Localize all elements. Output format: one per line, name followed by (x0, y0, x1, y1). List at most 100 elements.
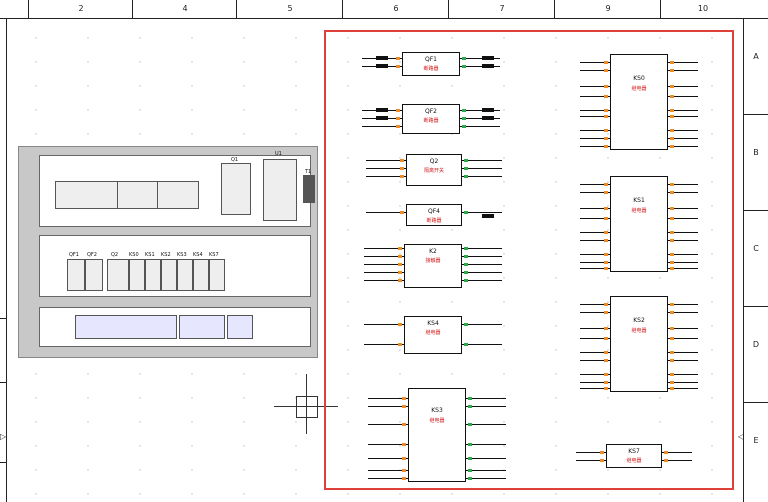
component-tag: 隔离开关 (423, 168, 444, 174)
component-ks7[interactable]: KS7 继电器 (606, 444, 662, 468)
pin-marker (604, 115, 608, 118)
wire (466, 470, 506, 471)
component-ks4[interactable]: KS4 继电器 (404, 316, 462, 354)
component-name: KS0 (633, 75, 645, 82)
component-ks2[interactable]: KS2 继电器 (610, 296, 668, 392)
wire (668, 262, 698, 263)
terminal-block (376, 64, 388, 68)
pin-marker (664, 459, 668, 462)
wire (668, 232, 698, 233)
wire (460, 58, 500, 59)
wire (668, 382, 698, 383)
device-label: KS3 (177, 252, 187, 258)
wire (580, 268, 610, 269)
pin-marker (398, 343, 402, 346)
pin-marker (464, 343, 468, 346)
wire (580, 328, 610, 329)
relay-ks7[interactable] (209, 259, 225, 291)
wire (668, 360, 698, 361)
terminal-strip-x3[interactable] (227, 315, 253, 339)
terminal-strip-x1[interactable] (75, 315, 177, 339)
wire (462, 256, 502, 257)
disconnect-switch[interactable] (221, 163, 251, 215)
pin-marker (604, 327, 608, 330)
pin-marker (464, 279, 468, 282)
wire (668, 388, 698, 389)
wire (466, 424, 506, 425)
wire (580, 240, 610, 241)
component-ks3[interactable]: KS3 继电器 (408, 388, 466, 482)
pin-marker (462, 65, 466, 68)
frame-tick (0, 318, 6, 319)
pin-marker (670, 311, 674, 314)
wire (364, 344, 404, 345)
wire (580, 86, 610, 87)
relay-ks0[interactable] (129, 259, 145, 291)
terminal-block (482, 214, 494, 218)
io-module[interactable] (117, 181, 159, 209)
pin-marker (604, 267, 608, 270)
device-label: Q2 (111, 252, 119, 258)
wire (368, 424, 408, 425)
component-qf1[interactable]: QF1 断路器 (402, 52, 460, 76)
frame-arrow-icon: ◁ (738, 432, 745, 441)
pin-marker (604, 261, 608, 264)
wire (668, 352, 698, 353)
pin-marker (670, 337, 674, 340)
wire (460, 118, 500, 119)
terminal-block (376, 116, 388, 120)
wire (580, 382, 610, 383)
frequency-inverter[interactable] (263, 159, 297, 221)
relay-ks4[interactable] (193, 259, 209, 291)
wire (662, 460, 692, 461)
wire (580, 218, 610, 219)
pin-marker (398, 247, 402, 250)
wire (580, 352, 610, 353)
pin-marker (604, 207, 608, 210)
wire (368, 458, 408, 459)
switch-q2[interactable] (107, 259, 129, 291)
pin-marker (396, 65, 400, 68)
pin-marker (604, 303, 608, 306)
column-label: 6 (342, 0, 449, 18)
cabinet-layout[interactable]: Q1 U1 T1 QF1 QF2 Q2 KS0 KS1 KS2 KS3 KS4 … (18, 146, 318, 358)
wire (580, 208, 610, 209)
pin-marker (396, 117, 400, 120)
component-tag: 继电器 (429, 418, 445, 424)
breaker-qf2[interactable] (85, 259, 103, 291)
relay-ks1[interactable] (145, 259, 161, 291)
pin-marker (670, 115, 674, 118)
terminal-block (376, 56, 388, 60)
wire (364, 280, 404, 281)
relay-ks3[interactable] (177, 259, 193, 291)
pin-marker (604, 253, 608, 256)
pin-marker (604, 387, 608, 390)
component-ks1[interactable]: KS1 继电器 (610, 176, 668, 272)
wire (364, 324, 404, 325)
wire (580, 70, 610, 71)
component-ks0[interactable]: KS0 继电器 (610, 54, 668, 150)
component-qf4[interactable]: QF4 断路器 (406, 204, 462, 226)
component-name: KS7 (628, 448, 640, 455)
wire (668, 86, 698, 87)
transformer[interactable] (303, 175, 315, 203)
pin-marker (670, 191, 674, 194)
terminal-block (482, 64, 494, 68)
relay-ks2[interactable] (161, 259, 177, 291)
wire (668, 62, 698, 63)
pin-marker (400, 167, 404, 170)
component-qf2[interactable]: QF2 断路器 (402, 104, 460, 134)
component-k2[interactable]: K2 接触器 (404, 244, 462, 288)
pin-marker (398, 323, 402, 326)
wire (362, 126, 402, 127)
component-q2[interactable]: Q2 隔离开关 (406, 154, 462, 186)
io-module[interactable] (157, 181, 199, 209)
terminal-strip-x2[interactable] (179, 315, 225, 339)
wire (668, 328, 698, 329)
plc-module[interactable] (55, 181, 119, 209)
pin-marker (464, 263, 468, 266)
highlighted-schematic-region[interactable] (324, 30, 734, 490)
row-label: C (744, 210, 768, 307)
breaker-qf1[interactable] (67, 259, 85, 291)
